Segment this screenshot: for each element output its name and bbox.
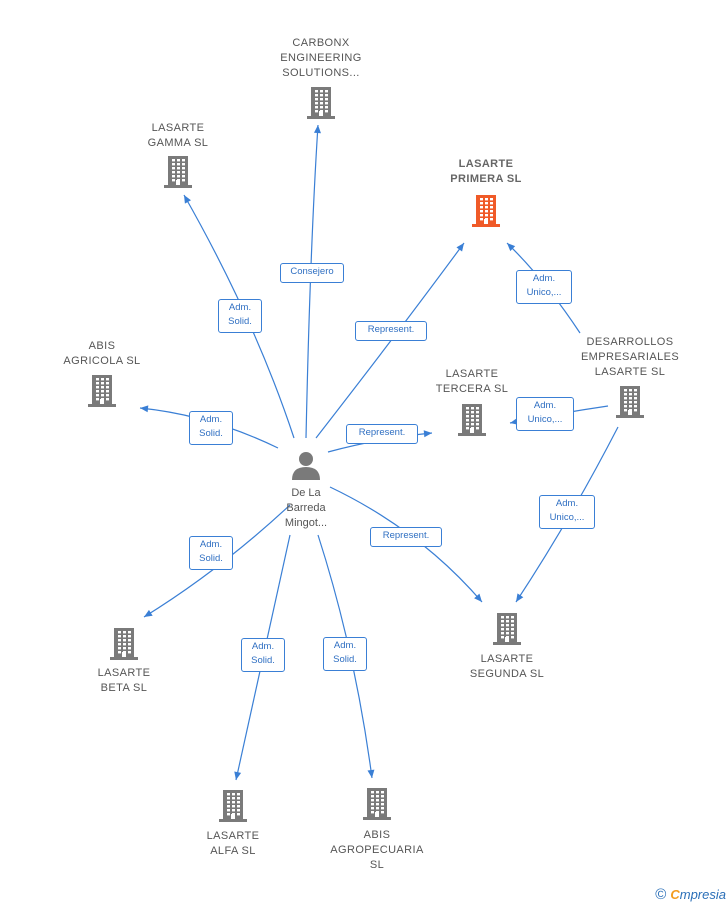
arrowhead-icon bbox=[474, 593, 482, 602]
node-label-abis-agricola[interactable]: ABIS AGRICOLA SL bbox=[63, 340, 141, 367]
building-icon[interactable] bbox=[616, 386, 644, 418]
node-label-beta[interactable]: LASARTE BETA SL bbox=[97, 667, 151, 694]
brand-initial: C bbox=[670, 887, 680, 902]
edge-role-label[interactable]: Consejero bbox=[280, 263, 344, 283]
edge-role-label[interactable]: Adm. Solid. bbox=[218, 299, 262, 333]
arrowhead-icon bbox=[313, 125, 321, 134]
arrowhead-icon bbox=[234, 771, 242, 780]
building-icon[interactable] bbox=[493, 613, 521, 645]
building-icon[interactable] bbox=[110, 628, 138, 660]
edge-role-label[interactable]: Adm. Unico,... bbox=[516, 397, 574, 431]
edge-role-label[interactable]: Adm. Unico,... bbox=[516, 270, 572, 304]
edge-role-label[interactable]: Adm. Unico,... bbox=[539, 495, 595, 529]
brand-footer: ©Cmpresia bbox=[655, 886, 726, 903]
person-icon[interactable] bbox=[292, 452, 320, 480]
building-icon[interactable] bbox=[307, 87, 335, 119]
node-label-tercera[interactable]: LASARTE TERCERA SL bbox=[435, 368, 509, 395]
node-label-alfa[interactable]: LASARTE ALFA SL bbox=[206, 830, 260, 857]
node-label-desarrollos[interactable]: DESARROLLOS EMPRESARIALES LASARTE SL bbox=[580, 336, 680, 378]
node-label-primera[interactable]: LASARTE PRIMERA SL bbox=[450, 158, 522, 185]
arrowhead-icon bbox=[456, 243, 464, 252]
edge-role-label[interactable]: Adm. Solid. bbox=[189, 536, 233, 570]
node-label-person[interactable]: De La Barreda Mingot... bbox=[284, 487, 328, 529]
building-icon[interactable] bbox=[363, 788, 391, 820]
edge-role-label[interactable]: Represent. bbox=[346, 424, 418, 444]
arrowhead-icon bbox=[507, 243, 516, 252]
arrowhead-icon bbox=[516, 593, 524, 602]
building-icon-highlighted[interactable] bbox=[472, 195, 500, 227]
arrowhead-icon bbox=[423, 430, 432, 438]
icons-layer bbox=[88, 87, 644, 822]
node-label-segunda[interactable]: LASARTE SEGUNDA SL bbox=[469, 653, 545, 680]
building-icon[interactable] bbox=[88, 375, 116, 407]
brand-name: mpresia bbox=[679, 887, 726, 902]
arrowhead-icon bbox=[367, 769, 375, 778]
building-icon[interactable] bbox=[219, 790, 247, 822]
edge-role-label[interactable]: Adm. Solid. bbox=[241, 638, 285, 672]
edge-role-label[interactable]: Adm. Solid. bbox=[189, 411, 233, 445]
arrowhead-icon bbox=[184, 195, 191, 204]
node-label-carbonx[interactable]: CARBONX ENGINEERING SOLUTIONS... bbox=[280, 37, 362, 79]
arrowhead-icon bbox=[144, 609, 153, 617]
node-label-gamma[interactable]: LASARTE GAMMA SL bbox=[147, 122, 209, 149]
edge-role-label[interactable]: Represent. bbox=[355, 321, 427, 341]
copyright-icon: © bbox=[655, 886, 667, 903]
building-icon[interactable] bbox=[164, 156, 192, 188]
edge-role-label[interactable]: Represent. bbox=[370, 527, 442, 547]
building-icon[interactable] bbox=[458, 404, 486, 436]
edges-layer bbox=[139, 124, 619, 781]
node-label-agropecuaria[interactable]: ABIS AGROPECUARIA SL bbox=[330, 829, 424, 871]
edge-role-label[interactable]: Adm. Solid. bbox=[323, 637, 367, 671]
arrowhead-icon bbox=[140, 405, 149, 413]
